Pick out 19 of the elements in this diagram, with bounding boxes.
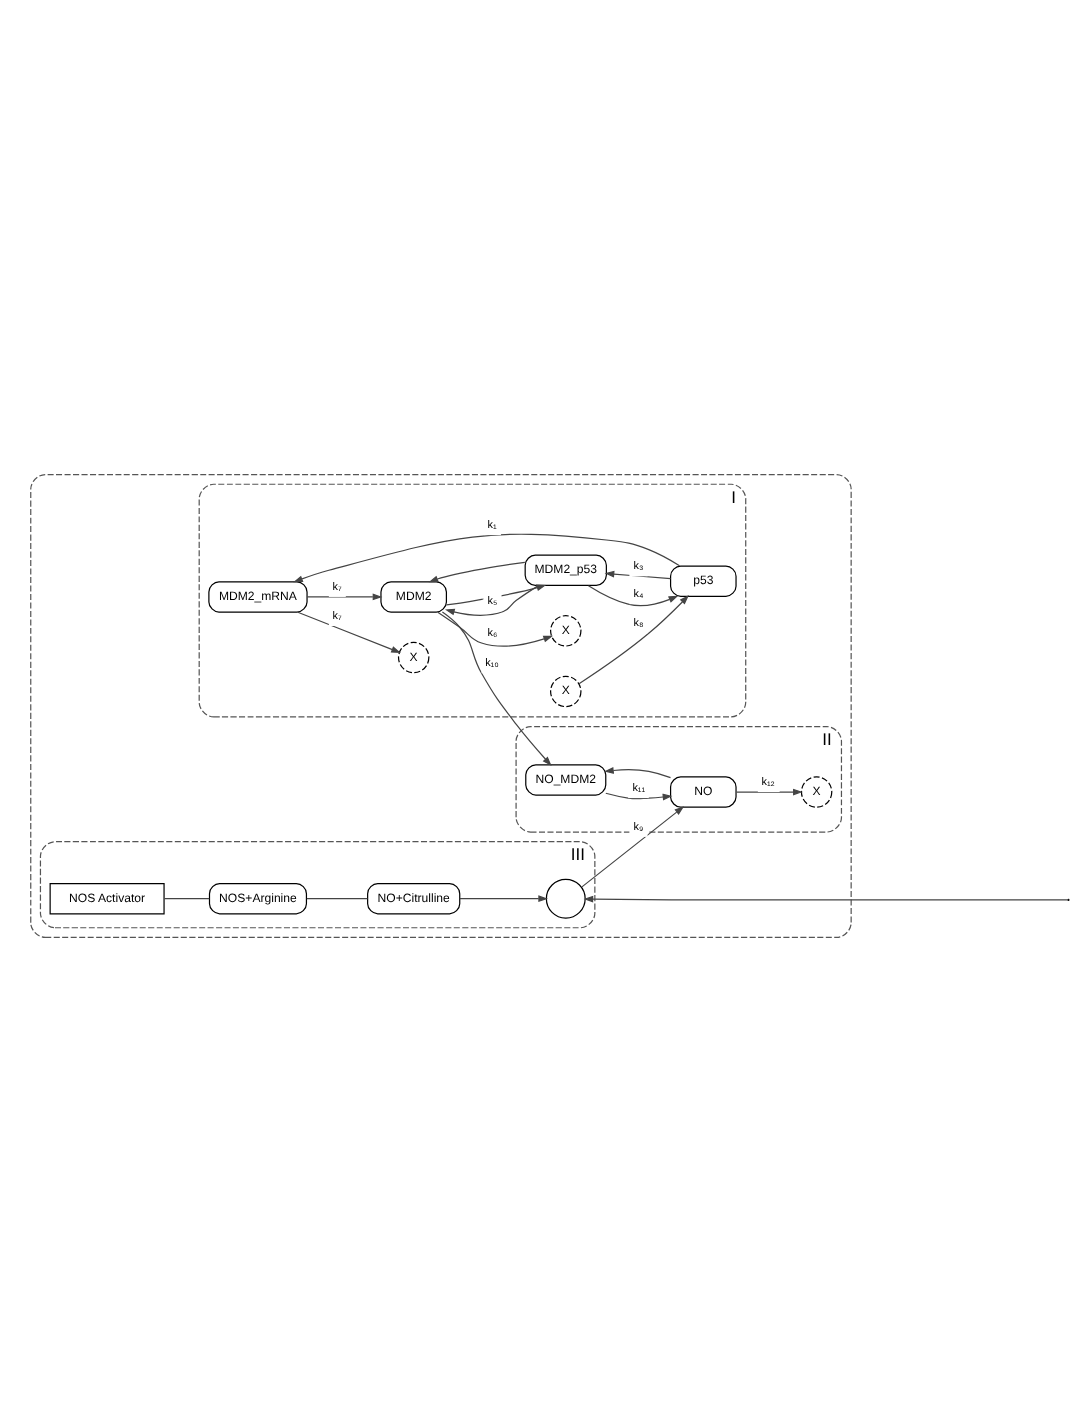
arrow (445, 583, 547, 605)
arrow (736, 787, 803, 795)
arrow (297, 610, 401, 652)
arrow (428, 560, 526, 582)
arrow (578, 594, 689, 684)
arrow (583, 894, 1069, 902)
arrow (604, 569, 672, 579)
arrow (605, 791, 673, 800)
arrow (459, 894, 549, 902)
connector (163, 897, 210, 899)
arrow (293, 532, 681, 582)
arrow (306, 592, 383, 600)
arrow (587, 584, 679, 606)
cluster (30, 472, 852, 938)
arrow (581, 805, 685, 887)
arrow (604, 766, 672, 778)
arrow (441, 610, 552, 766)
connector (306, 897, 369, 899)
node-circle (545, 877, 586, 918)
